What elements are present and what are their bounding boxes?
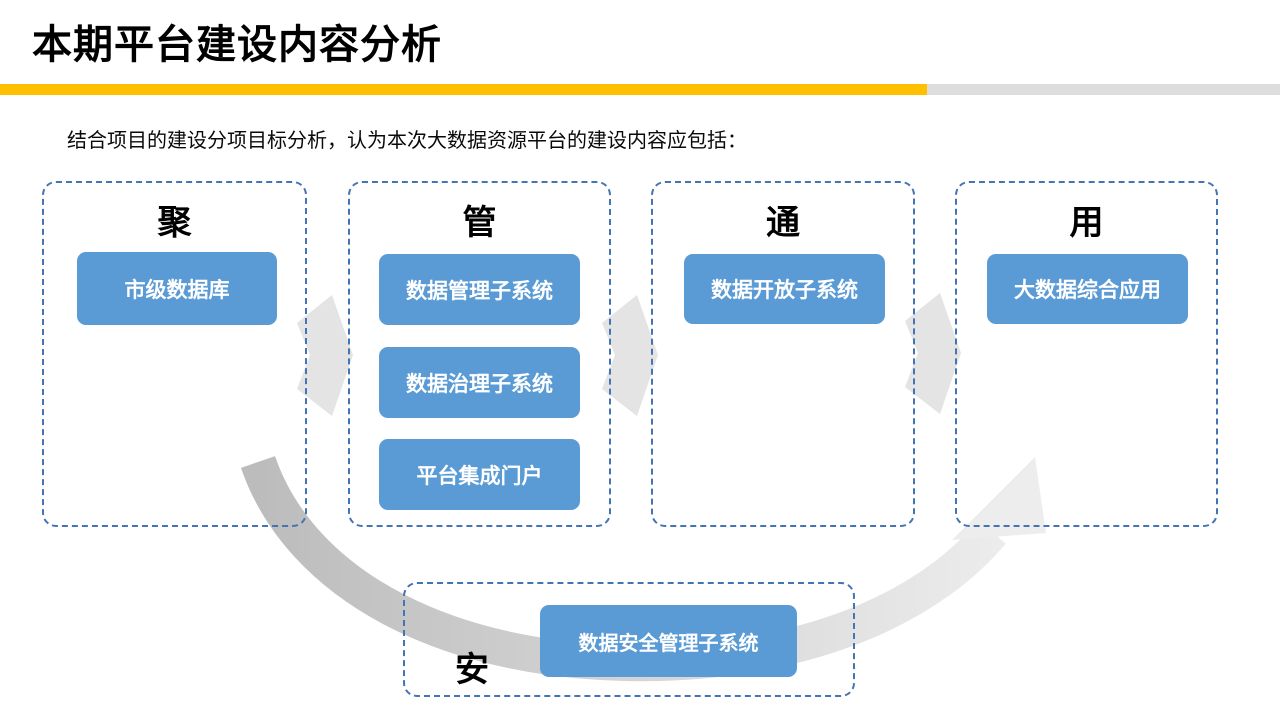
- flow-arrow-icon: [905, 293, 961, 414]
- stage-box-use: 用 大数据综合应用: [955, 181, 1218, 527]
- flow-arrow-icon: [297, 295, 353, 416]
- flow-arrow-icon: [602, 295, 658, 416]
- stage-header: 安: [455, 651, 489, 689]
- intro-text: 结合项目的建设分项目标分析，认为本次大数据资源平台的建设内容应包括：: [67, 130, 747, 152]
- system-pill: 数据安全管理子系统: [540, 605, 797, 677]
- system-pill: 市级数据库: [77, 252, 277, 325]
- system-pill: 数据治理子系统: [379, 347, 580, 418]
- stage-box-manage: 管 数据管理子系统 数据治理子系统 平台集成门户: [348, 181, 611, 527]
- accent-bar: [0, 84, 1280, 95]
- stage-header: 聚: [157, 204, 192, 242]
- stage-box-gather: 聚 市级数据库: [42, 181, 307, 527]
- page-title: 本期平台建设内容分析: [32, 23, 442, 67]
- stage-header: 通: [766, 204, 800, 242]
- system-pill: 数据开放子系统: [684, 254, 885, 324]
- system-pill: 大数据综合应用: [987, 254, 1188, 324]
- system-pill: 平台集成门户: [379, 439, 580, 510]
- stage-box-connect: 通 数据开放子系统: [651, 181, 915, 527]
- accent-bar-yellow: [0, 84, 927, 95]
- stage-header: 用: [1069, 204, 1104, 242]
- accent-bar-gray: [927, 84, 1280, 95]
- stage-header: 管: [462, 204, 497, 242]
- stage-box-security: 安 数据安全管理子系统: [403, 582, 855, 697]
- system-pill: 数据管理子系统: [379, 254, 580, 325]
